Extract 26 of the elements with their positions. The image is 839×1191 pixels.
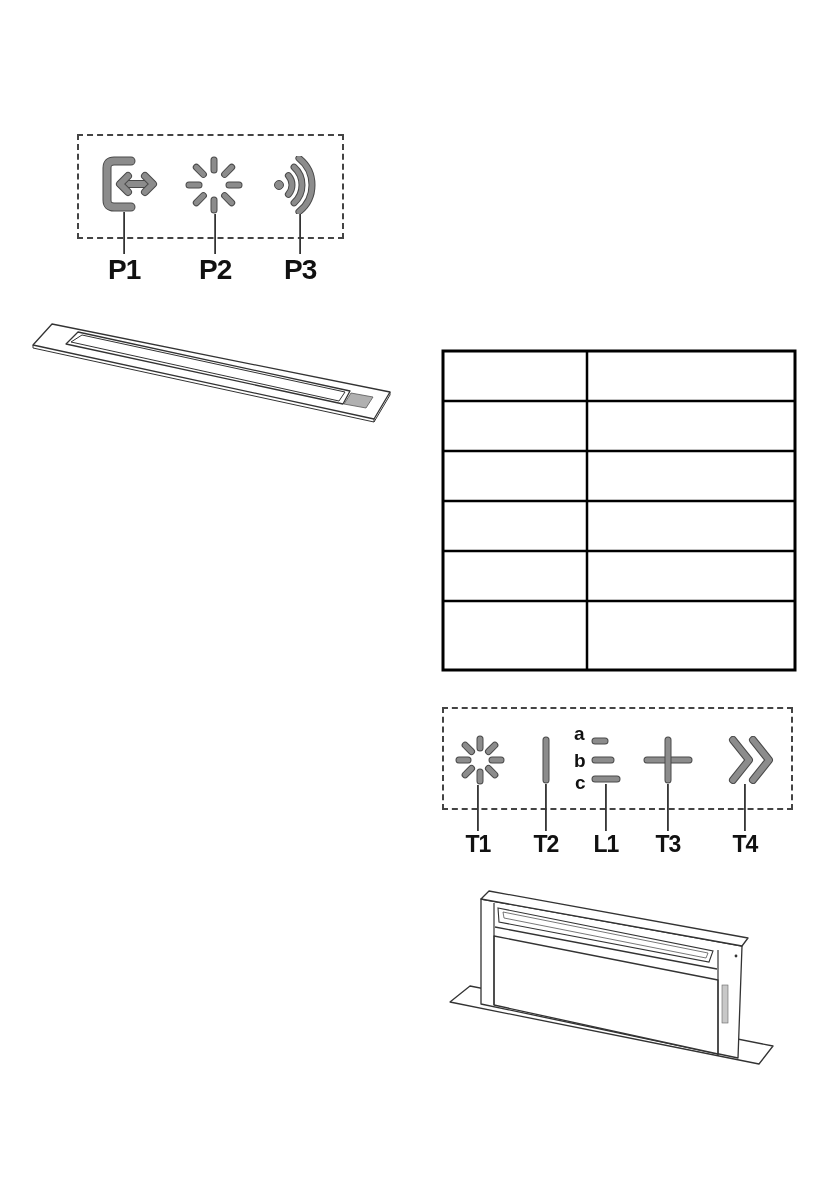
spinner-icon xyxy=(455,735,505,785)
callout-label: T1 xyxy=(465,833,491,856)
callout-label: L1 xyxy=(593,833,619,856)
spinner-icon xyxy=(185,156,243,214)
leader-line xyxy=(214,213,217,255)
leader-line xyxy=(123,211,126,255)
control-panel-frame xyxy=(442,707,793,810)
control-panel-frame xyxy=(77,134,344,239)
leader-line xyxy=(545,783,547,832)
callout-label: T2 xyxy=(533,833,559,856)
leader-line xyxy=(744,783,746,832)
callout-label: T4 xyxy=(732,833,758,856)
callout-label: P3 xyxy=(284,256,317,284)
plus-icon xyxy=(643,736,693,784)
leader-line xyxy=(667,783,669,832)
leader-line xyxy=(477,784,479,832)
callout-label: P2 xyxy=(199,256,232,284)
leader-line xyxy=(605,783,607,832)
level-letter: b xyxy=(574,751,586,770)
leader-line xyxy=(299,213,302,255)
level-bars-icon xyxy=(591,736,621,784)
level-letter: a xyxy=(574,724,585,743)
callout-label: P1 xyxy=(108,256,141,284)
level-letter: c xyxy=(575,773,586,792)
vertical-bar-icon xyxy=(541,736,551,784)
callout-label: T3 xyxy=(655,833,681,856)
